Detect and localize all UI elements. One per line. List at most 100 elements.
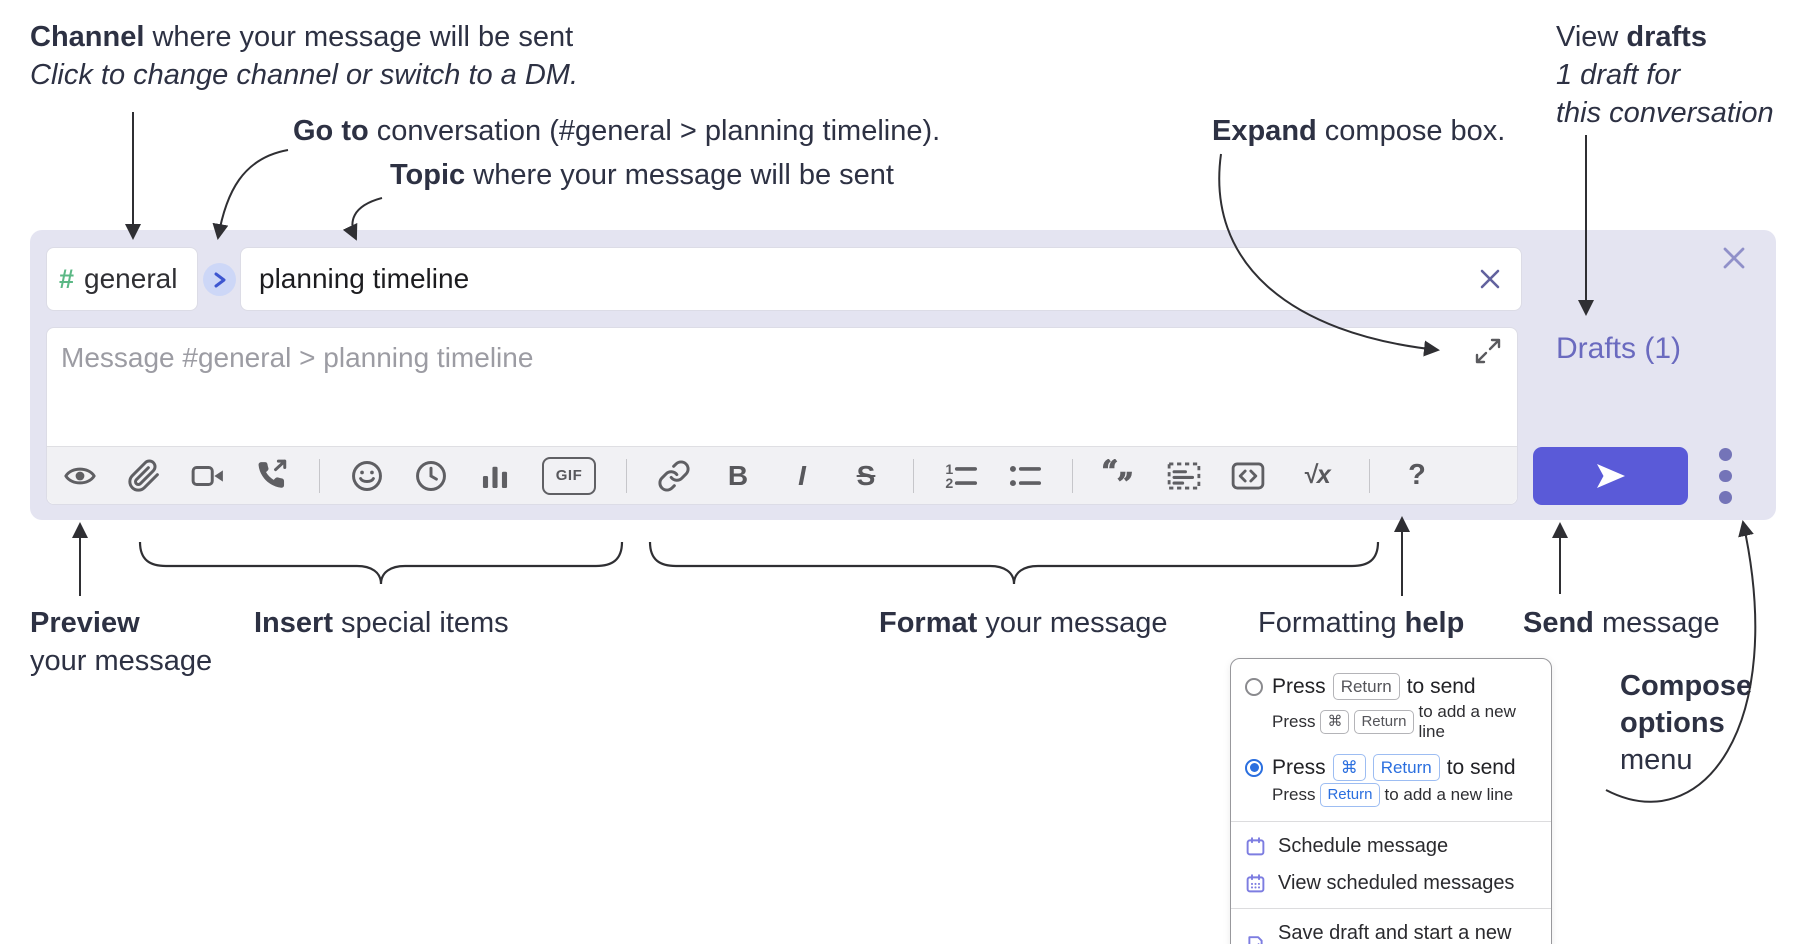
- quote-icon: “”: [1103, 459, 1134, 493]
- calendar-icon: [1246, 837, 1265, 856]
- annotation-view-drafts: View drafts 1 draft for this conversatio…: [1556, 21, 1774, 129]
- menu-option-return-to-send-hint: Press ⌘ Return to add a new line: [1272, 702, 1516, 741]
- chevron-right-icon: [214, 272, 225, 287]
- toolbar-divider: [1072, 458, 1073, 493]
- kbd-cmd: ⌘: [1320, 710, 1350, 734]
- menu-option-cmd-return-to-send[interactable]: Press ⌘ Return to send: [1231, 750, 1551, 783]
- kbd-return: Return: [1372, 754, 1440, 781]
- message-placeholder: Message #general > planning timeline: [61, 342, 534, 373]
- annotation-preview: Preview your message: [30, 607, 213, 677]
- drafts-link[interactable]: Drafts (1): [1556, 332, 1682, 365]
- channel-selector[interactable]: # general: [46, 247, 198, 311]
- gif-icon: GIF: [555, 467, 583, 484]
- spoiler-icon: [1167, 462, 1201, 489]
- toolbar-divider: [913, 458, 914, 493]
- help-icon: ?: [1408, 459, 1426, 491]
- strikethrough-icon: S: [856, 459, 876, 491]
- ellipsis-icon: [1718, 491, 1732, 505]
- svg-text:“: “: [1103, 459, 1118, 487]
- svg-text:2: 2: [945, 476, 953, 492]
- annotation-channel: Channel where your message will be sent …: [30, 21, 579, 91]
- spoiler-button[interactable]: [1167, 456, 1201, 496]
- bold-button[interactable]: B: [721, 456, 755, 496]
- link-button[interactable]: [657, 456, 691, 496]
- math-button[interactable]: √x: [1295, 456, 1339, 496]
- link-icon: [658, 460, 690, 491]
- bulleted-list-button[interactable]: [1008, 456, 1042, 496]
- annotation-goto: Go to conversation (#general > planning …: [293, 115, 941, 147]
- menu-option-return-to-send[interactable]: Press Return to send: [1231, 669, 1551, 702]
- preview-eye-button[interactable]: [63, 456, 97, 496]
- radio-selected-icon[interactable]: [1245, 758, 1263, 777]
- annotation-format: Format your message: [879, 607, 1168, 639]
- topic-value: planning timeline: [259, 263, 470, 294]
- menu-item-view-scheduled[interactable]: View scheduled messages: [1231, 865, 1551, 902]
- save-draft-icon: [1248, 935, 1263, 944]
- clock-icon: [416, 460, 446, 491]
- bulleted-list-icon: [1009, 465, 1042, 486]
- bold-icon: B: [727, 459, 749, 491]
- gif-button[interactable]: GIF: [542, 456, 596, 495]
- kbd-return: Return: [1354, 710, 1414, 734]
- code-icon: [1231, 462, 1265, 489]
- ellipsis-icon: [1718, 469, 1732, 483]
- close-icon: [1723, 247, 1745, 269]
- goto-conversation-button[interactable]: [203, 263, 236, 296]
- annotation-compose-options: Compose options menu: [1620, 670, 1753, 776]
- toolbar-divider: [1369, 458, 1370, 493]
- time-button[interactable]: [414, 456, 448, 496]
- annotation-insert: Insert special items: [254, 607, 509, 639]
- calendar-days-icon: [1246, 874, 1265, 893]
- phone-call-icon: [258, 459, 287, 488]
- message-input[interactable]: Message #general > planning timeline: [46, 327, 1518, 505]
- attach-file-button[interactable]: [127, 456, 161, 496]
- radio-unselected-icon[interactable]: [1245, 677, 1263, 696]
- kbd-return: Return: [1320, 783, 1380, 807]
- compose-options-menu: Press Return to send Press ⌘ Return to a…: [1230, 658, 1552, 944]
- channel-hash-icon: #: [59, 263, 75, 294]
- send-icon: [1596, 464, 1625, 488]
- video-call-button[interactable]: [191, 456, 225, 496]
- ellipsis-icon: [1718, 448, 1732, 461]
- compose-box: # general planning timeline Message #gen…: [30, 230, 1776, 520]
- brace-format: [648, 541, 1380, 585]
- menu-divider: [1231, 908, 1551, 909]
- clear-topic-icon[interactable]: [1477, 266, 1503, 292]
- kbd-cmd: ⌘: [1332, 754, 1366, 781]
- kbd-return: Return: [1332, 673, 1400, 700]
- menu-item-save-draft[interactable]: Save draft and start a new message: [1231, 915, 1551, 944]
- italic-icon: I: [798, 459, 806, 491]
- bar-chart-icon: [482, 466, 508, 488]
- eye-icon: [64, 467, 96, 484]
- menu-item-schedule-message[interactable]: Schedule message: [1231, 828, 1551, 865]
- send-button[interactable]: [1533, 447, 1688, 505]
- compose-toolbar: GIF B I S: [47, 446, 1517, 504]
- smiley-icon: [352, 460, 382, 491]
- voice-call-button[interactable]: [255, 456, 289, 496]
- poll-button[interactable]: [478, 456, 512, 496]
- close-compose-button[interactable]: [1718, 242, 1750, 274]
- numbered-list-icon: 12: [945, 461, 978, 492]
- expand-compose-button[interactable]: [1473, 336, 1503, 366]
- compose-options-button[interactable]: [1710, 448, 1740, 505]
- paperclip-icon: [128, 459, 159, 492]
- annotation-formatting-help: Formatting help: [1258, 607, 1465, 639]
- menu-option-cmd-return-to-send-hint: Press Return to add a new line: [1231, 783, 1551, 815]
- emoji-button[interactable]: [350, 456, 384, 496]
- channel-name: general: [84, 263, 178, 294]
- code-button[interactable]: [1231, 456, 1265, 496]
- math-icon: √x: [1303, 461, 1331, 489]
- expand-icon: [1475, 338, 1501, 364]
- svg-text:1: 1: [945, 461, 953, 477]
- italic-button[interactable]: I: [785, 456, 819, 496]
- topic-input[interactable]: planning timeline: [240, 247, 1522, 311]
- quote-button[interactable]: “”: [1103, 456, 1137, 496]
- annotation-send: Send message: [1523, 607, 1720, 639]
- toolbar-divider: [319, 458, 320, 493]
- annotation-topic: Topic where your message will be sent: [390, 159, 894, 191]
- menu-divider: [1231, 821, 1551, 822]
- formatting-help-button[interactable]: ?: [1400, 456, 1434, 496]
- strikethrough-button[interactable]: S: [849, 456, 883, 496]
